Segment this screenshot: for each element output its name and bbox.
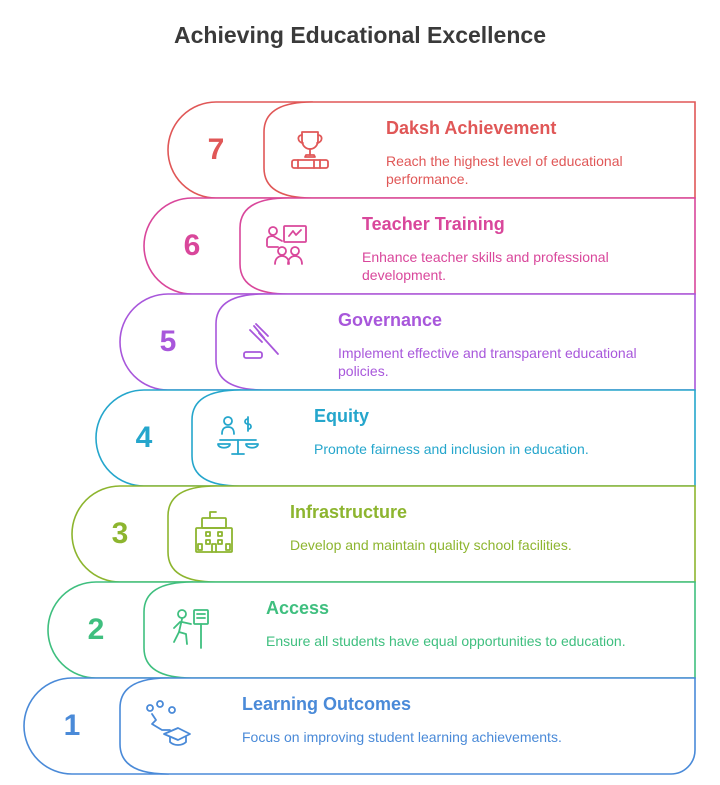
person-walking-sign-icon xyxy=(173,609,209,649)
step-7 xyxy=(167,101,696,199)
step-description: Implement effective and transparent educ… xyxy=(338,345,637,379)
step-title: Learning Outcomes xyxy=(242,694,412,714)
step-2 xyxy=(47,581,696,679)
graduation-cap-icon xyxy=(146,700,191,746)
trophy-icon xyxy=(291,131,329,169)
gavel-icon xyxy=(243,323,279,359)
step-number: 1 xyxy=(63,709,81,742)
step-panel xyxy=(143,581,696,679)
step-number: 4 xyxy=(135,421,153,454)
step-description: Reach the highest level of educational p… xyxy=(386,153,623,187)
step-panel xyxy=(119,677,696,775)
step-panel xyxy=(167,485,696,583)
step-title: Equity xyxy=(314,406,370,426)
step-description: Enhance teacher skills and professional … xyxy=(362,249,609,283)
step-1 xyxy=(23,677,696,775)
step-number: 6 xyxy=(183,229,201,262)
step-description: Promote fairness and inclusion in educat… xyxy=(314,441,589,457)
step-title: Infrastructure xyxy=(290,502,408,522)
balance-scale-icon xyxy=(217,416,259,455)
step-description: Ensure all students have equal opportuni… xyxy=(266,633,626,649)
step-6 xyxy=(143,197,696,295)
teacher-icon xyxy=(266,225,307,265)
page-title: Achieving Educational Excellence xyxy=(174,22,546,48)
building-icon xyxy=(195,511,233,553)
step-title: Governance xyxy=(338,310,443,330)
step-number: 7 xyxy=(207,133,225,166)
step-number: 2 xyxy=(87,613,105,646)
step-number: 3 xyxy=(111,517,129,550)
step-panel xyxy=(191,389,696,487)
step-title: Daksh Achievement xyxy=(386,118,557,138)
step-3 xyxy=(71,485,696,583)
step-4 xyxy=(95,389,696,487)
step-description: Focus on improving student learning achi… xyxy=(242,729,562,745)
step-number: 5 xyxy=(159,325,177,358)
step-description: Develop and maintain quality school faci… xyxy=(290,537,572,553)
step-title: Access xyxy=(266,598,330,618)
step-title: Teacher Training xyxy=(362,214,505,234)
